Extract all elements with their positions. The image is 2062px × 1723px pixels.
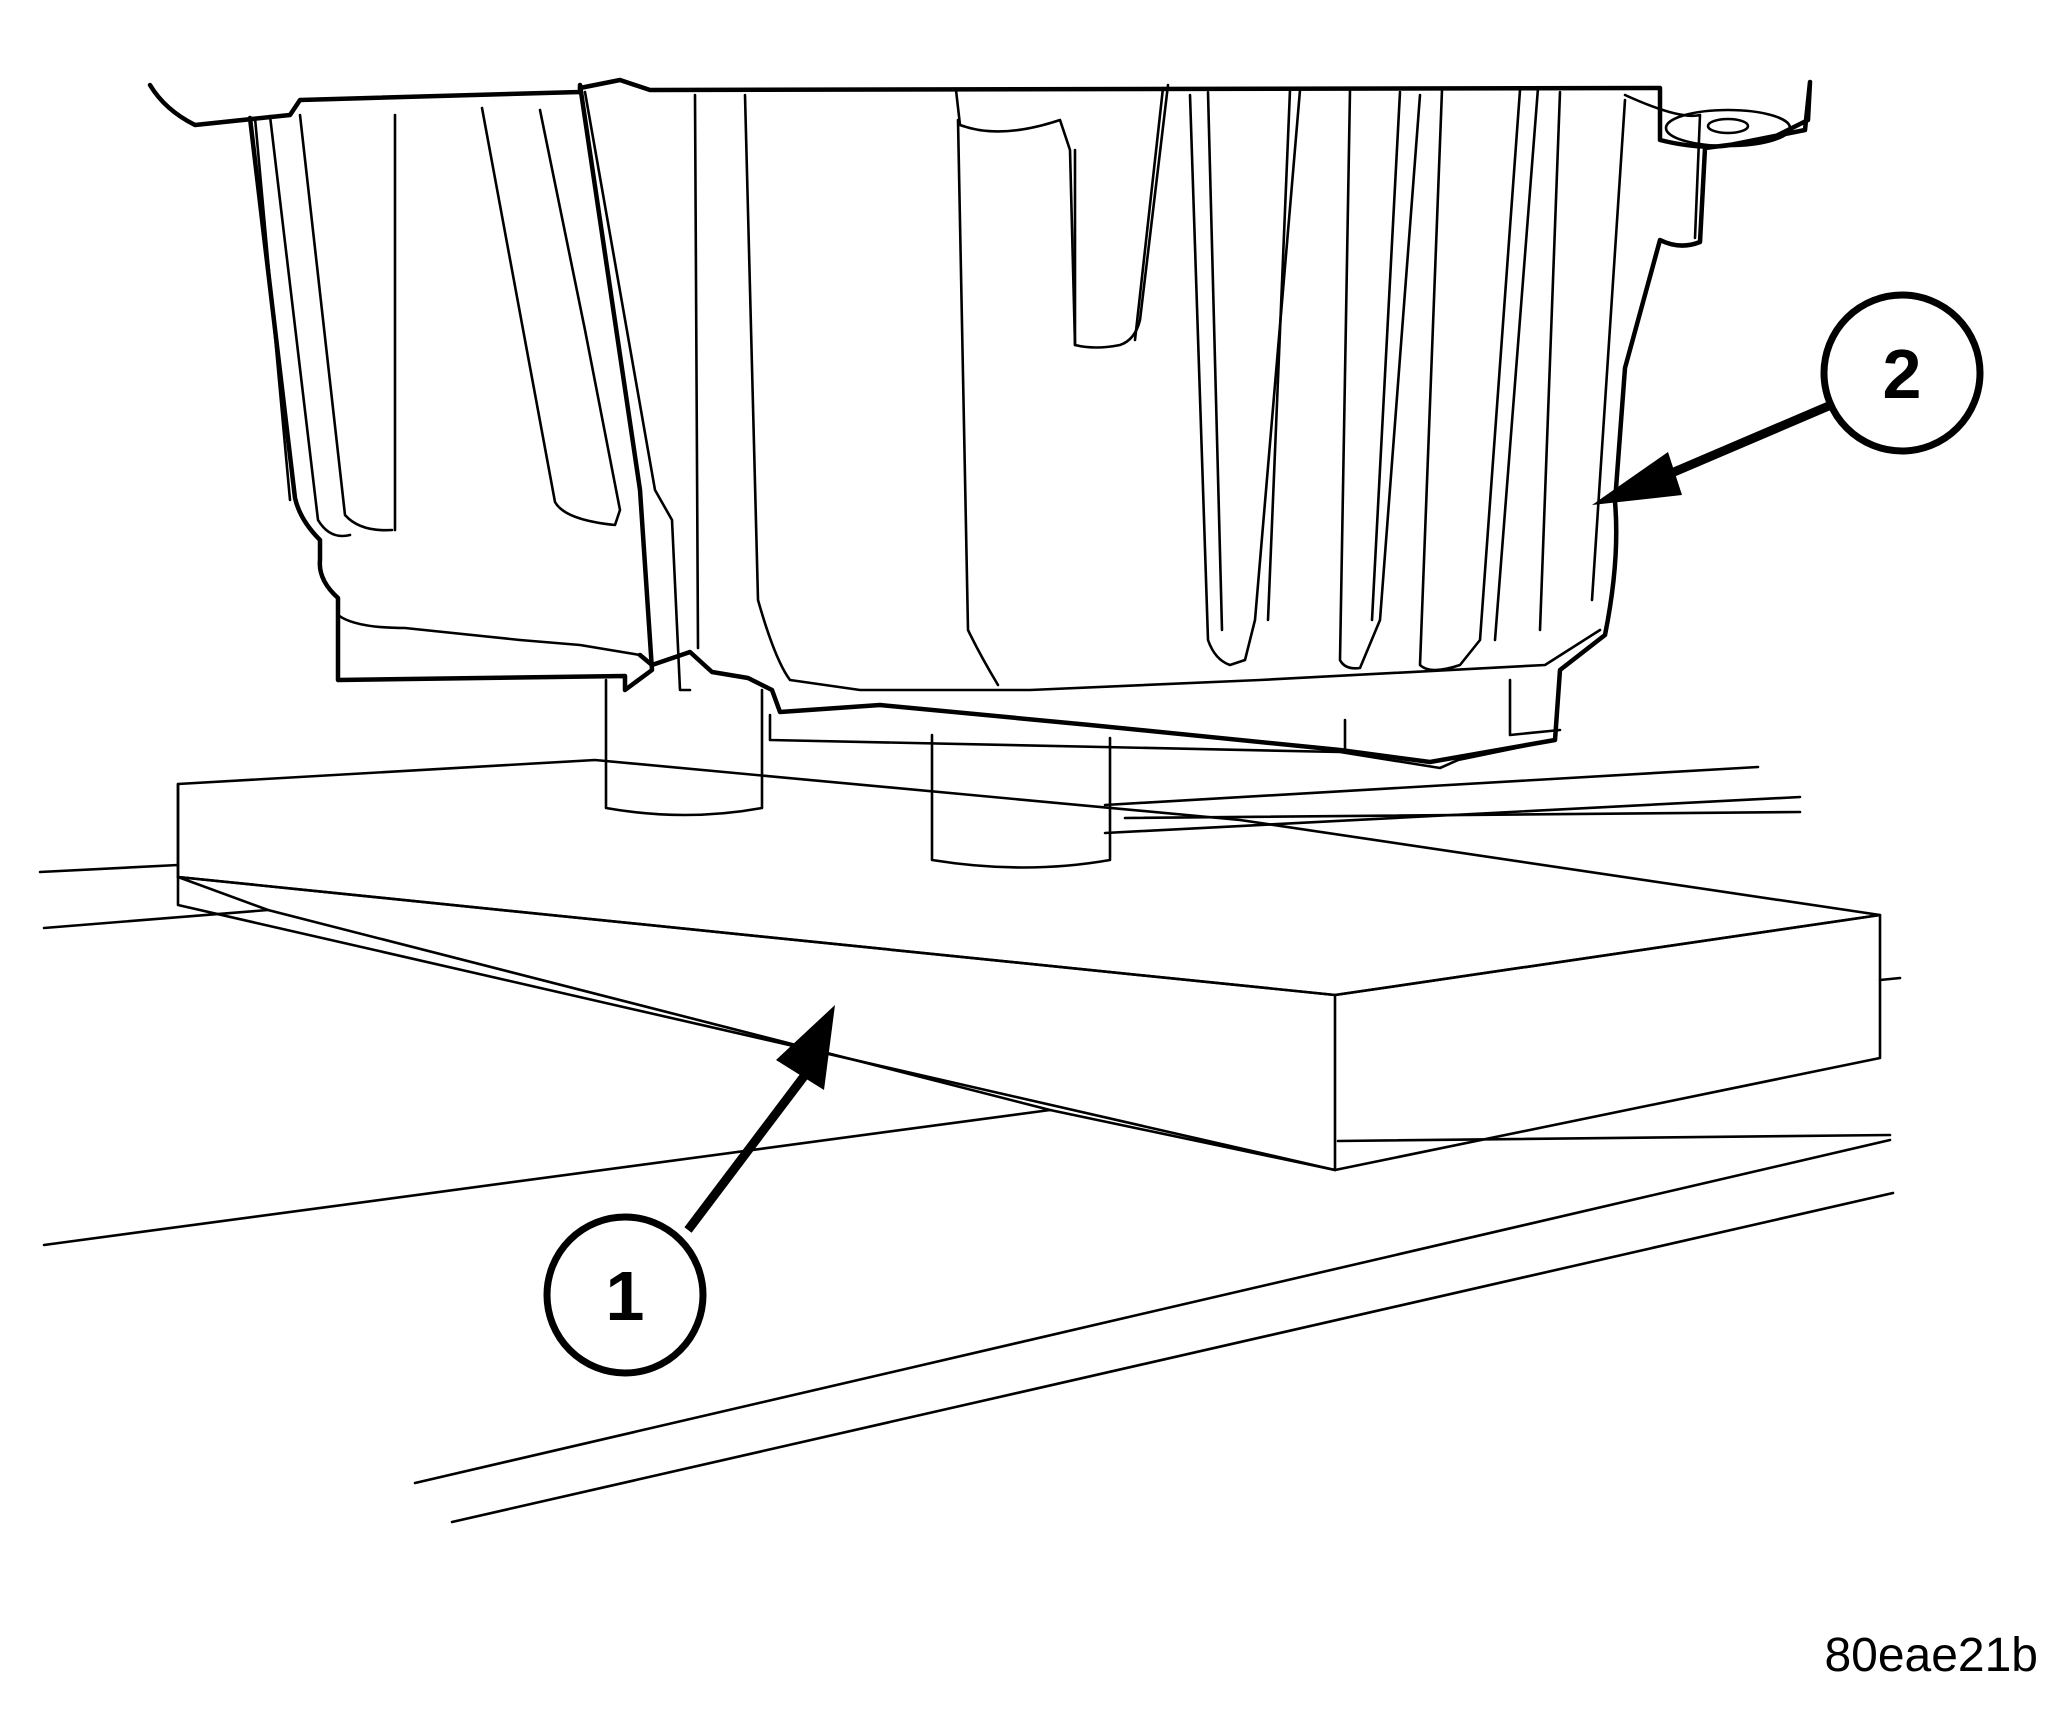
callout-2-circle [1820, 291, 1984, 455]
callout-1-arrow-head [776, 1005, 835, 1090]
callout-1-arrow-shaft [684, 1072, 809, 1233]
callout-2-arrow-shaft [1658, 397, 1840, 483]
callout-1-circle [543, 1213, 707, 1377]
floor-lines [38, 765, 1902, 1524]
callout-2-arrow-head [1592, 452, 1682, 505]
callout-1: 1 [543, 1005, 835, 1377]
callout-1-label: 1 [606, 1257, 645, 1335]
support-pins [604, 678, 1112, 869]
callout-2: 2 [1592, 291, 1984, 505]
transmission-housing [147, 77, 1813, 770]
callout-2-label: 2 [1883, 335, 1922, 413]
wood-block [176, 758, 1882, 1172]
figure-id: 80eae21b [1824, 1629, 2038, 1682]
